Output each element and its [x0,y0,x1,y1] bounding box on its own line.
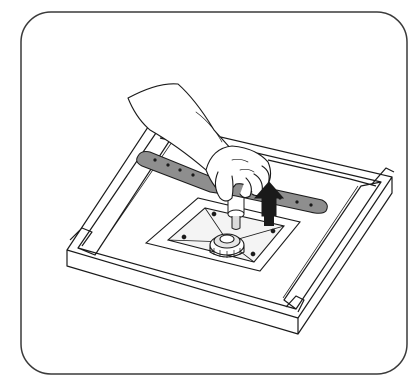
instruction-illustration [0,0,418,383]
